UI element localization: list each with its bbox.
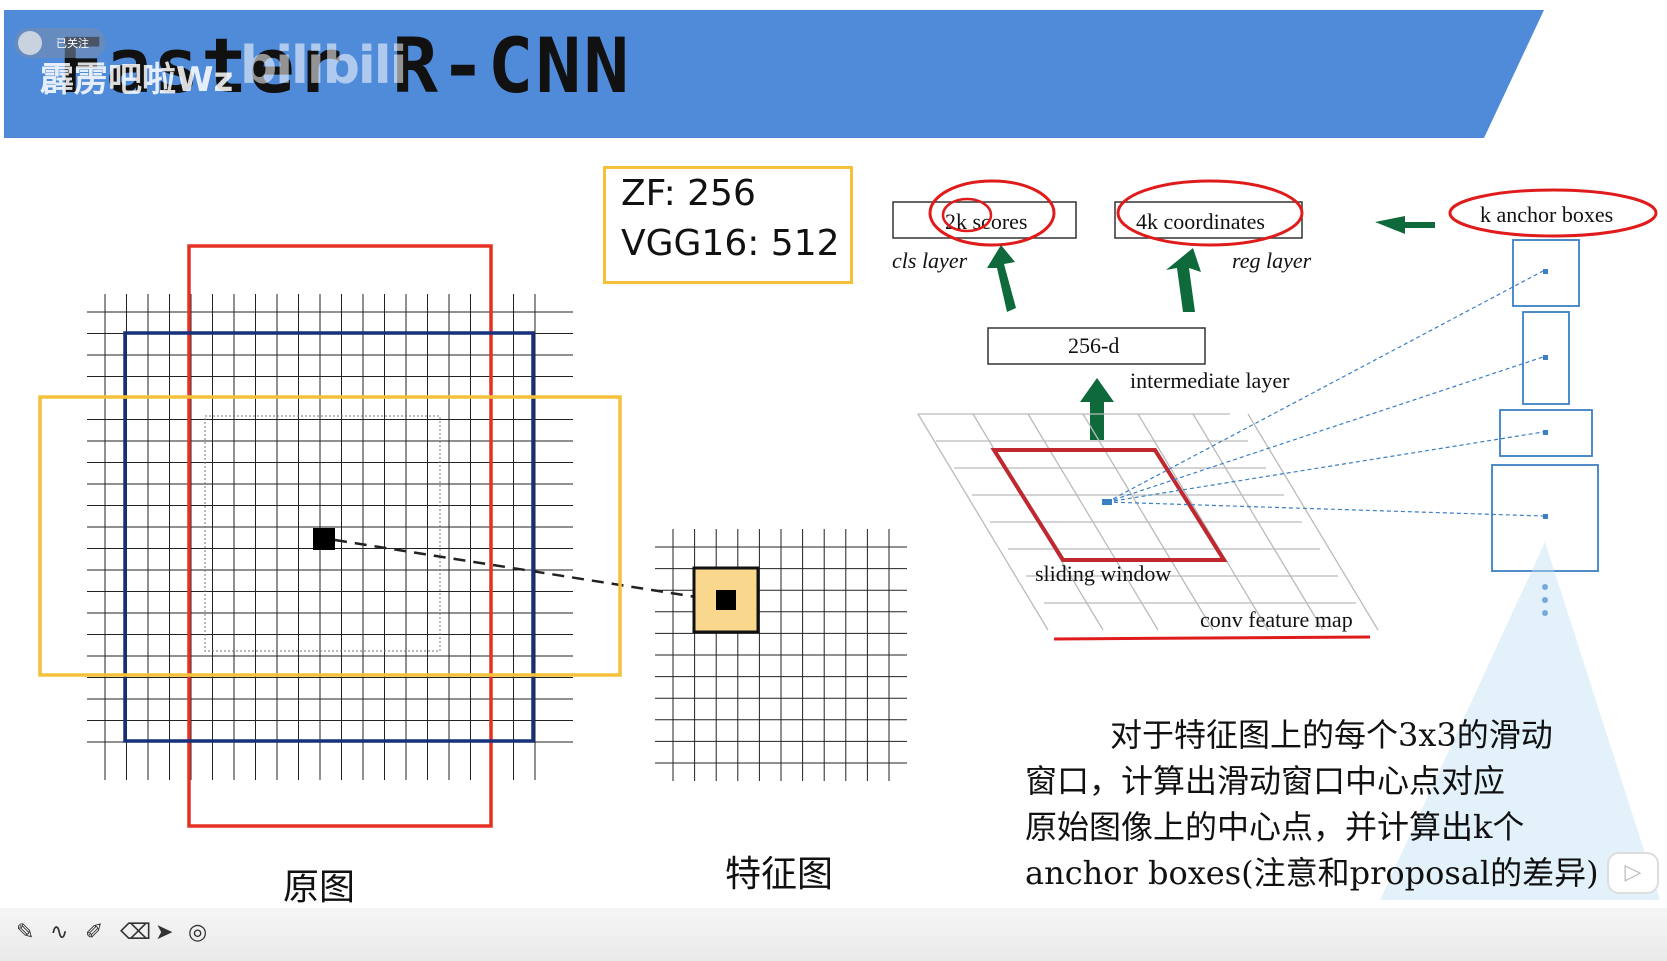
d256-label: 256-d [1068, 333, 1119, 358]
avatar [18, 31, 42, 55]
intermediate-label: intermediate layer [1130, 368, 1290, 393]
grid-line [917, 413, 1049, 631]
annotation-toolbar [0, 908, 1667, 961]
explanation-text: 对于特征图上的每个3x3的滑动 窗口，计算出滑动窗口中心点对应 原始图像上的中心… [1025, 712, 1625, 896]
coordinates-label: 4k coordinates [1136, 209, 1265, 234]
pointer-icon[interactable]: ➤ [155, 920, 174, 945]
grid-line [1137, 413, 1269, 631]
next-slide-button[interactable]: ▷ [1607, 852, 1659, 894]
caption-original: 原图 [283, 867, 356, 908]
sliding-window-label: sliding window [1035, 561, 1171, 586]
explanation-line-3: 原始图像上的中心点，并计算出k个 [1025, 808, 1525, 846]
pen-icon[interactable]: ✎ [16, 920, 35, 945]
reg-layer-label: reg layer [1232, 248, 1312, 273]
explanation-line-2: 窗口，计算出滑动窗口中心点对应 [1025, 762, 1506, 800]
bilibili-logo-watermark: bilibili [240, 36, 407, 96]
channel-watermark: 霹雳吧啦Wz [40, 60, 234, 100]
mapping-line [334, 538, 716, 602]
caption-feature: 特征图 [725, 854, 834, 895]
zf-channels: ZF: 256 [621, 173, 756, 214]
grid-line [1192, 413, 1324, 631]
title-banner [4, 10, 1544, 138]
explanation-line-4: anchor boxes(注意和proposal的差异) [1025, 854, 1599, 892]
record-icon[interactable]: ◎ [188, 920, 208, 945]
cls-layer-label: cls layer [892, 248, 968, 273]
anchor-navy [123, 331, 535, 743]
channel-info-box: ZF: 256 VGG16: 512 [603, 166, 853, 284]
eraser-icon[interactable]: ⌫ [120, 920, 152, 945]
curve-icon[interactable]: ∿ [50, 920, 69, 945]
highlighter-icon[interactable]: ✐ [85, 920, 104, 945]
vgg-channels: VGG16: 512 [621, 223, 840, 264]
explanation-line-1: 对于特征图上的每个3x3的滑动 [1110, 716, 1553, 754]
sliding-window-outline [990, 448, 1228, 562]
slide-title: Faster R-CNN [58, 21, 632, 110]
anchors-label: k anchor boxes [1480, 202, 1613, 227]
feature-center-pixel [716, 590, 736, 610]
anchor-red [187, 244, 493, 828]
anchor-yellow [38, 395, 622, 677]
original-center-pixel [313, 528, 335, 550]
follow-text: 已关注 [56, 37, 89, 50]
grid-line [1247, 413, 1379, 631]
feature-map-label: conv feature map [1200, 607, 1353, 632]
